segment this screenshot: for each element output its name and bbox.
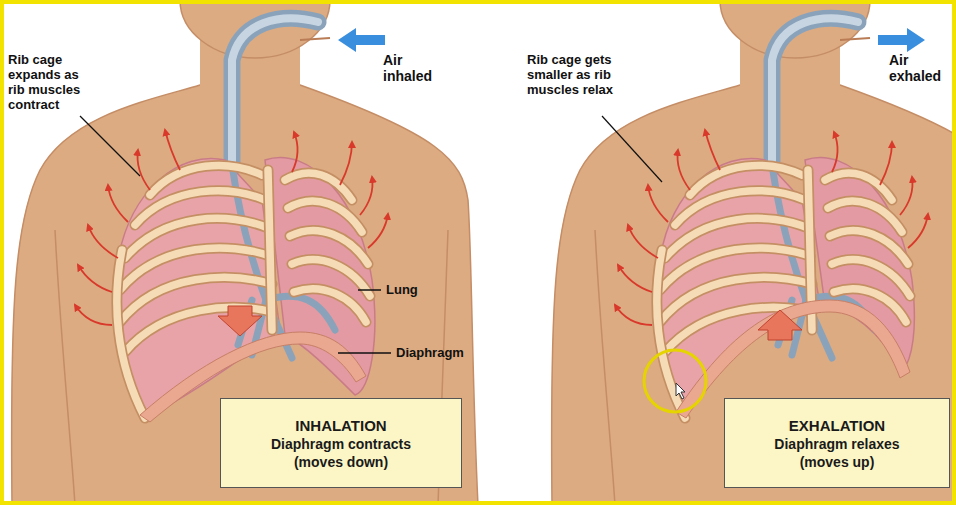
diaphragm-arrow [218,306,262,336]
box-body: Diaphragm contracts (moves down) [251,435,431,471]
rib-cage-label: Rib cage gets smaller as rib muscles rel… [527,52,619,97]
rib-cage [615,130,928,418]
body-figure [12,0,478,505]
caption-box: INHALATIONDiaphragm contracts (moves dow… [220,398,462,488]
diaphragm-arrow [758,310,802,340]
air-label: Air inhaled [383,52,441,84]
rib-cage-label: Rib cage expands as rib muscles contract [8,52,93,112]
body-figure [552,0,956,505]
air-label: Air exhaled [889,52,949,84]
inhalation-figure [12,0,478,505]
leader-line [80,116,140,176]
leader-line [338,352,391,354]
leader-line [602,116,662,182]
cursor-icon [676,383,685,399]
air-arrow [878,28,925,52]
box-body: Diaphragm relaxes (moves up) [755,435,919,471]
caption-box: EXHALATIONDiaphragm relaxes (moves up) [724,398,950,488]
highlight-circle [644,350,706,412]
exhalation-figure [552,0,956,505]
air-arrow [338,28,385,52]
rib-cage [75,130,388,418]
box-heading: INHALATION [295,416,386,435]
part-label: Diaphragm [396,345,464,360]
part-label: Lung [386,282,418,297]
leader-line [358,289,381,291]
box-heading: EXHALATION [789,416,885,435]
